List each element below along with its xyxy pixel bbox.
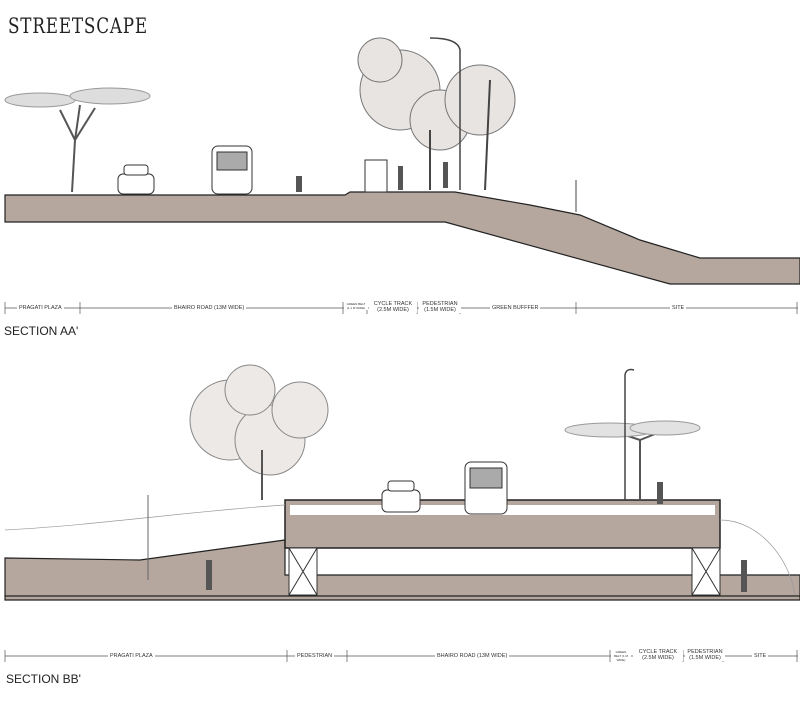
aa-bus	[211, 145, 253, 195]
bb-zone-site: SITE	[752, 653, 769, 659]
aa-car	[117, 164, 155, 195]
bb-ground	[4, 539, 800, 601]
bb-zone-cycle-track: CYCLE TRACK (2.5M WIDE)	[633, 649, 683, 661]
bb-zone-green-belt: GREEN BELT (1 M WIDE)	[611, 650, 631, 662]
aa-zone-green-buffer: GREEN BUFFFER	[490, 305, 541, 311]
bb-tree-right	[564, 420, 701, 500]
aa-tree-right	[357, 37, 516, 191]
aa-zone-cycle-track: CYCLE TRACK (2.5M WIDE)	[369, 301, 417, 313]
aa-ground	[4, 191, 800, 285]
aa-zone-pedestrian: PEDESTRIAN (1.5M WIDE)	[419, 301, 461, 313]
bb-zone-bhairo-road: BHAIRO ROAD (13M WIDE)	[435, 653, 510, 659]
bb-piers	[288, 547, 721, 596]
aa-kiosk	[364, 159, 388, 193]
aa-zone-pragati-plaza: PRAGATI PLAZA	[17, 305, 64, 311]
section-bb-label: SECTION BB'	[6, 672, 81, 686]
aa-zone-green-belt: GREEN BELT (1.1 M WIDE)	[344, 302, 368, 310]
aa-people	[296, 162, 448, 192]
bb-zone-pedestrian: PEDESTRIAN	[295, 653, 335, 659]
aa-street-light	[429, 37, 461, 190]
bb-people	[206, 482, 747, 592]
bb-tree-left	[189, 364, 329, 500]
bb-zone-pedestrian-right: PEDESTRIAN (1.5M WIDE)	[685, 649, 725, 661]
aa-zone-bhairo-road: BHAIRO ROAD (13M WIDE)	[172, 305, 247, 311]
bb-street-light	[624, 368, 635, 500]
drawing-title: STREETSCAPE	[8, 14, 148, 38]
bb-car	[381, 480, 421, 513]
aa-zone-site: SITE	[670, 305, 687, 311]
bb-bus	[464, 461, 508, 515]
bb-zone-pragati-plaza: PRAGATI PLAZA	[108, 653, 155, 659]
section-aa-label: SECTION AA'	[4, 324, 79, 338]
aa-tree-left	[4, 87, 151, 193]
